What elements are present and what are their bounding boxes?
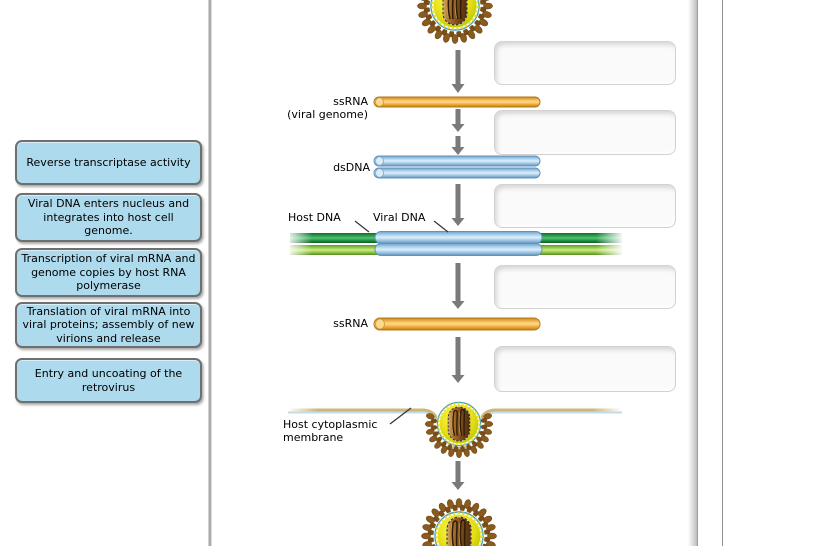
drop-zone-5[interactable] — [494, 346, 676, 392]
host-dna-label: Host DNA — [288, 211, 341, 224]
flow-arrow-2a — [451, 109, 465, 132]
dsdna-bars — [373, 155, 541, 179]
flow-arrow-5 — [451, 337, 465, 383]
drop-zone-3[interactable] — [494, 184, 676, 228]
retrovirus-icon-top — [417, 0, 493, 44]
answer-tile-label: Translation of viral mRNA into viral pro… — [22, 304, 195, 345]
answer-tile-label: Entry and uncoating of the retrovirus — [34, 367, 183, 394]
drop-zone-1[interactable] — [494, 41, 676, 85]
flow-arrow-3 — [451, 184, 465, 226]
viral-dna-pointer-line — [433, 220, 449, 233]
retrovirus-icon-bottom — [421, 498, 497, 546]
answer-tile-label: Reverse transcriptase activity — [26, 155, 191, 169]
host-dna-pointer-line — [354, 220, 370, 233]
flow-arrow-2b — [451, 136, 465, 155]
ssrna-genome-bar — [373, 96, 541, 108]
ssrna-mrna-bar — [373, 317, 541, 331]
answer-tile-label: Viral DNA enters nucleus and integrates … — [27, 197, 190, 238]
answer-tile-translation[interactable]: Translation of viral mRNA into viral pro… — [15, 302, 202, 348]
viral-dna-label: Viral DNA — [373, 211, 426, 224]
ssrna-genome-label: ssRNA (viral genome) — [287, 95, 368, 121]
left-panel-divider — [208, 0, 212, 546]
answer-tile-label: Transcription of viral mRNA and genome c… — [21, 252, 196, 293]
integrated-dna-bars — [286, 229, 624, 263]
outer-right-border — [722, 0, 723, 546]
answer-tile-viral-dna-integrates[interactable]: Viral DNA enters nucleus and integrates … — [15, 193, 202, 242]
dsdna-label: dsDNA — [333, 161, 370, 174]
retrovirus-budding-icon — [424, 400, 494, 459]
flow-arrow-6 — [451, 461, 465, 490]
drop-zone-4[interactable] — [494, 265, 676, 309]
ssrna-mrna-label: ssRNA — [333, 317, 368, 330]
answer-tile-reverse-transcriptase[interactable]: Reverse transcriptase activity — [15, 140, 202, 185]
answer-tile-entry-uncoating[interactable]: Entry and uncoating of the retrovirus — [15, 358, 202, 403]
content-panel-right-edge — [688, 0, 698, 546]
membrane-pointer-line — [389, 407, 412, 425]
flow-arrow-4 — [451, 263, 465, 309]
answer-tile-transcription[interactable]: Transcription of viral mRNA and genome c… — [15, 248, 202, 297]
membrane-label: Host cytoplasmic membrane — [283, 418, 378, 444]
flow-arrow-1 — [451, 50, 465, 93]
drop-zone-2[interactable] — [494, 110, 676, 155]
